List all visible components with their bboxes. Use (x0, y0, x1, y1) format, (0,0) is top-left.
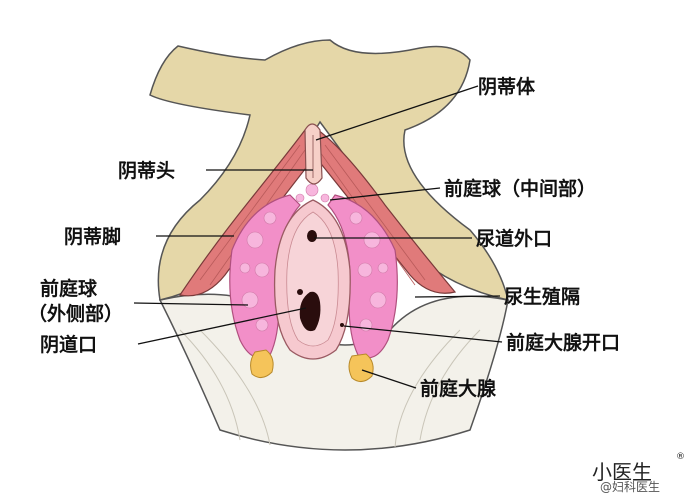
vaginal-orifice-shape (299, 291, 321, 332)
right-greater-vestibular-gland (348, 353, 374, 382)
label-clitoral-body: 阴蒂体 (478, 76, 536, 98)
leader-lines (133, 85, 503, 389)
watermark-source: @妇科医生 (600, 480, 661, 494)
label-external-urethral-orifice: 尿道外口 (476, 228, 553, 250)
urethral-orifice-shape (307, 230, 317, 242)
label-greater-vestibular-gland-opening: 前庭大腺开口 (506, 332, 621, 354)
label-vestibular-bulb-middle: 前庭球（中间部） (444, 178, 597, 200)
label-vestibular-bulb-lateral-part: （外侧部） (28, 303, 124, 325)
watermark-registered: ® (676, 452, 685, 462)
label-urogenital-diaphragm: 尿生殖隔 (504, 286, 581, 308)
left-greater-vestibular-gland (250, 349, 274, 378)
label-vaginal-orifice: 阴道口 (40, 334, 98, 356)
label-crus-clitoris: 阴蒂脚 (64, 226, 122, 248)
label-glans-clitoris: 阴蒂头 (118, 160, 176, 182)
clitoral-body-shape (304, 123, 323, 185)
label-greater-vestibular-gland: 前庭大腺 (420, 378, 497, 400)
watermark-brand: 小医生 (592, 460, 652, 484)
label-vestibular-bulb-lateral: 前庭球 (40, 278, 98, 300)
